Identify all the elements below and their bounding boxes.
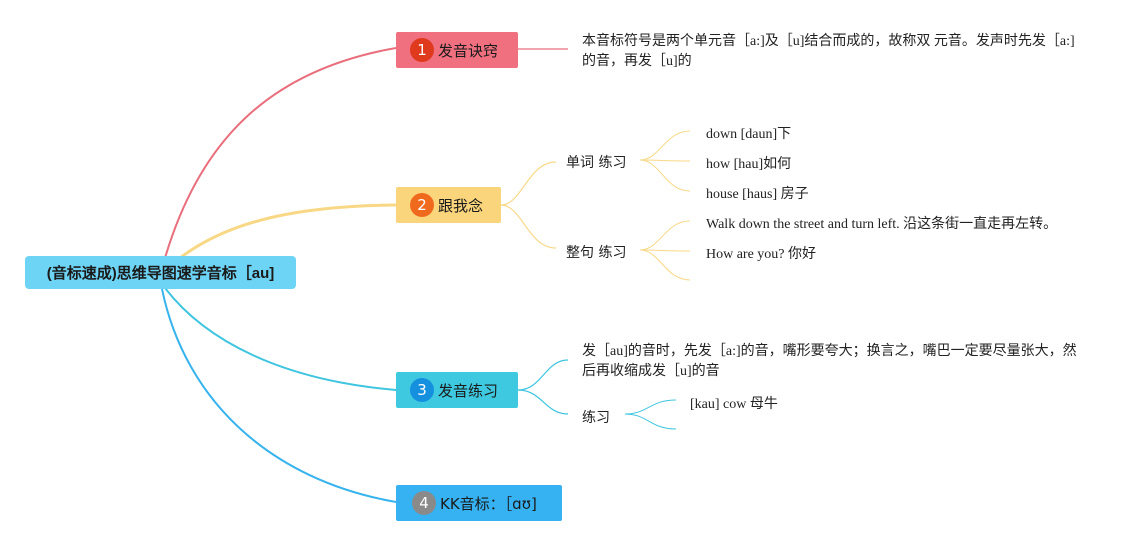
link-sentence-practice-to-item-3 bbox=[639, 249, 691, 281]
branch-3-pronunciation-practice[interactable]: 3 发音练习 bbox=[396, 372, 518, 408]
practice-topic[interactable]: 练习 bbox=[582, 410, 610, 426]
link-root-to-branch-3 bbox=[164, 287, 397, 391]
branch-1-label: 发音诀窍 bbox=[438, 41, 499, 60]
link-branch-3-to-practice bbox=[517, 389, 569, 415]
branch-4-label: KK音标：［ɑʊ] bbox=[440, 494, 537, 513]
word-item-1[interactable]: down [daun]下 bbox=[706, 127, 792, 142]
link-root-to-branch-2 bbox=[179, 203, 397, 260]
link-root-to-branch-4 bbox=[161, 288, 397, 503]
link-branch-3-to-note bbox=[517, 359, 569, 391]
link-root-to-branch-1 bbox=[164, 47, 397, 259]
link-practice-to-item-1 bbox=[624, 399, 677, 415]
link-practice-to-item-2 bbox=[624, 413, 677, 430]
number-badge-3: 3 bbox=[410, 378, 434, 402]
number-badge-1: 1 bbox=[410, 38, 434, 62]
link-sentence-practice-to-item-1 bbox=[639, 220, 691, 251]
number-badge-4: 4 bbox=[412, 491, 436, 515]
branch-3-note: 发［au]的音时，先发［a:]的音，嘴形要夸大；换言之，嘴巴一定要尽量张大，然后… bbox=[582, 344, 1077, 379]
link-word-practice-to-item-3 bbox=[639, 159, 691, 192]
link-word-practice-to-item-2 bbox=[639, 159, 691, 162]
root-topic-label: (音标速成)思维导图速学音标［au] bbox=[46, 265, 275, 282]
branch-1-pronunciation-tips[interactable]: 1 发音诀窍 bbox=[396, 32, 518, 68]
link-branch-2-to-word-practice bbox=[500, 161, 557, 206]
link-sentence-practice-to-item-2 bbox=[639, 249, 691, 252]
link-branch-2-to-sentence-practice bbox=[500, 204, 557, 249]
branch-1-note: 本音标符号是两个单元音［a:]及［u]结合而成的，故称双 元音。发声时先发［a:… bbox=[582, 34, 1075, 69]
practice-item-1[interactable]: [kau] cow 母牛 bbox=[690, 397, 778, 412]
word-practice-topic[interactable]: 单词 练习 bbox=[566, 155, 627, 171]
branch-2-label: 跟我念 bbox=[438, 196, 484, 215]
sentence-item-1[interactable]: Walk down the street and turn left. 沿这条街… bbox=[706, 217, 1058, 232]
branch-2-read-after-me[interactable]: 2 跟我念 bbox=[396, 187, 501, 223]
branch-4-kk-phonetic[interactable]: 4 KK音标：［ɑʊ] bbox=[396, 485, 562, 521]
link-word-practice-to-item-1 bbox=[639, 130, 691, 161]
sentence-practice-topic[interactable]: 整句 练习 bbox=[566, 245, 627, 261]
word-item-3[interactable]: house [haus] 房子 bbox=[706, 187, 809, 202]
sentence-item-2[interactable]: How are you? 你好 bbox=[706, 247, 817, 262]
word-item-2[interactable]: how [hau]如何 bbox=[706, 157, 792, 172]
branch-3-label: 发音练习 bbox=[438, 381, 499, 400]
root-topic[interactable]: (音标速成)思维导图速学音标［au] bbox=[25, 256, 296, 289]
number-badge-2: 2 bbox=[410, 193, 434, 217]
